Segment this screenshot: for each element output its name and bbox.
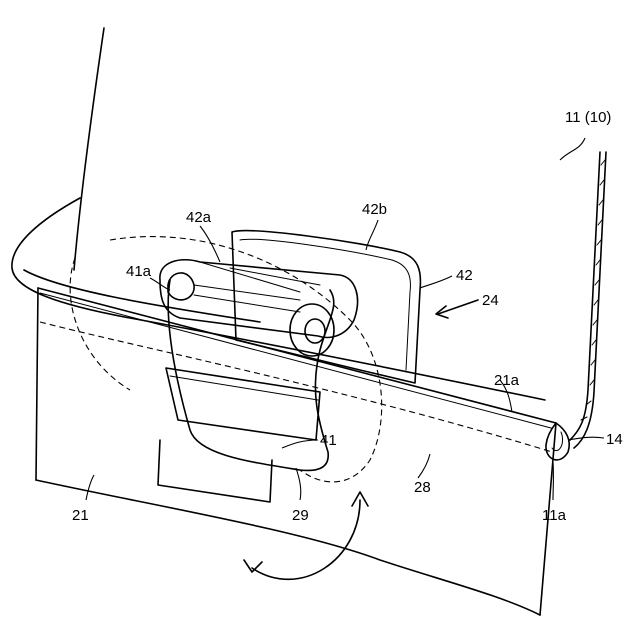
label-41: 41 <box>320 432 337 449</box>
rotation-arrowhead-a <box>244 560 262 572</box>
hidden-28 <box>40 322 552 452</box>
leader-42a <box>200 226 220 262</box>
label-41a: 41a <box>126 263 152 280</box>
plate-42 <box>232 231 420 383</box>
wall-11-outer <box>574 152 606 448</box>
leader-28 <box>418 454 430 478</box>
leader-11 <box>560 138 585 160</box>
label-42a: 42a <box>186 209 212 226</box>
label-11a: 11a <box>542 507 567 524</box>
label-21: 21 <box>72 507 89 524</box>
rear-outline <box>74 28 104 270</box>
pivot-hole <box>305 319 325 343</box>
arm-41 <box>168 280 334 470</box>
label-14: 14 <box>606 431 623 448</box>
label-24: 24 <box>482 292 499 309</box>
lower-tab <box>158 440 272 502</box>
pin-rod <box>194 285 300 312</box>
label-42: 42 <box>456 267 473 284</box>
pin-end-left <box>168 273 194 300</box>
hidden-base-loop <box>70 258 130 390</box>
leader-41 <box>282 440 318 448</box>
leader-29 <box>296 468 301 500</box>
front-panel-bottom <box>36 480 540 615</box>
label-28: 28 <box>414 479 431 496</box>
curl-14 <box>546 423 569 460</box>
wall-11 <box>570 152 600 440</box>
lid-edge <box>12 198 545 400</box>
label-21a: 21a <box>494 372 520 389</box>
label-42b: 42b <box>362 201 387 218</box>
front-panel-21 <box>38 288 556 615</box>
label-29: 29 <box>292 507 309 524</box>
leader-21 <box>86 475 94 500</box>
knuckle-cross <box>200 262 320 292</box>
leader-42 <box>420 276 452 288</box>
front-panel-left <box>36 288 38 480</box>
label-11-10: 11 (10) <box>565 109 611 126</box>
leader-14 <box>568 437 604 440</box>
